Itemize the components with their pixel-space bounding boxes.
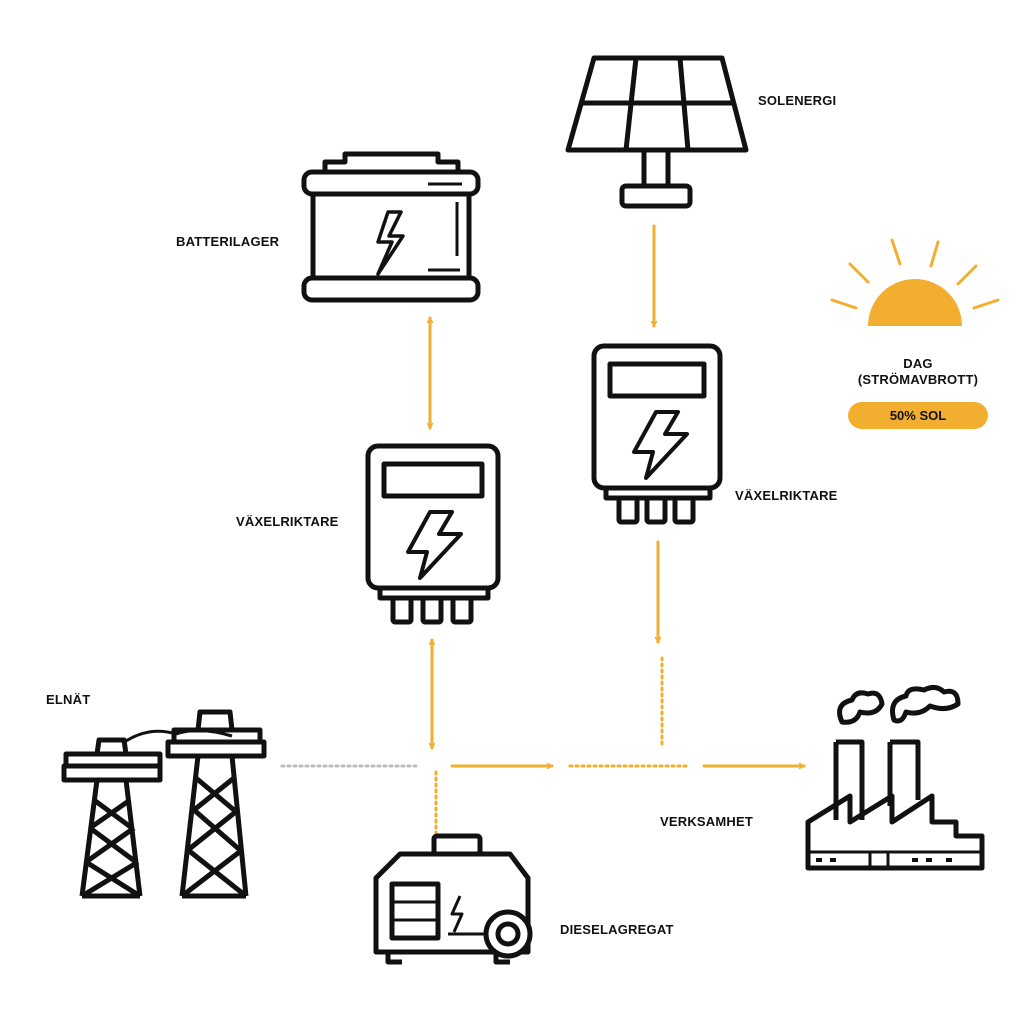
flow-connectors — [280, 224, 806, 838]
status-mode: DAG (STRÖMAVBROTT) — [838, 356, 998, 388]
status-pill-bg — [848, 402, 988, 429]
diesel-generator-icon — [373, 833, 533, 965]
solar-panel-icon — [565, 55, 749, 209]
power-pylon-icon — [61, 709, 267, 899]
status-mode-line1: DAG — [903, 356, 933, 371]
label-solar: SOLENERGI — [758, 93, 837, 108]
label-business: VERKSAMHET — [660, 814, 754, 829]
factory-icon — [805, 684, 985, 871]
label-battery: BATTERILAGER — [176, 234, 280, 249]
battery-icon — [301, 151, 481, 303]
status-mode-line2: (STRÖMAVBROTT) — [857, 372, 979, 387]
inverter-icon — [365, 443, 501, 625]
status-solar-share: 50% SOL — [889, 408, 947, 423]
label-generator: DIESELAGREGAT — [560, 922, 674, 937]
inverter-icon — [591, 343, 723, 525]
label-inverter-right: VÄXELRIKTARE — [735, 488, 838, 503]
sun-icon — [830, 238, 1000, 326]
label-inverter-left: VÄXELRIKTARE — [236, 514, 339, 529]
label-grid: ELNÄT — [46, 692, 91, 707]
